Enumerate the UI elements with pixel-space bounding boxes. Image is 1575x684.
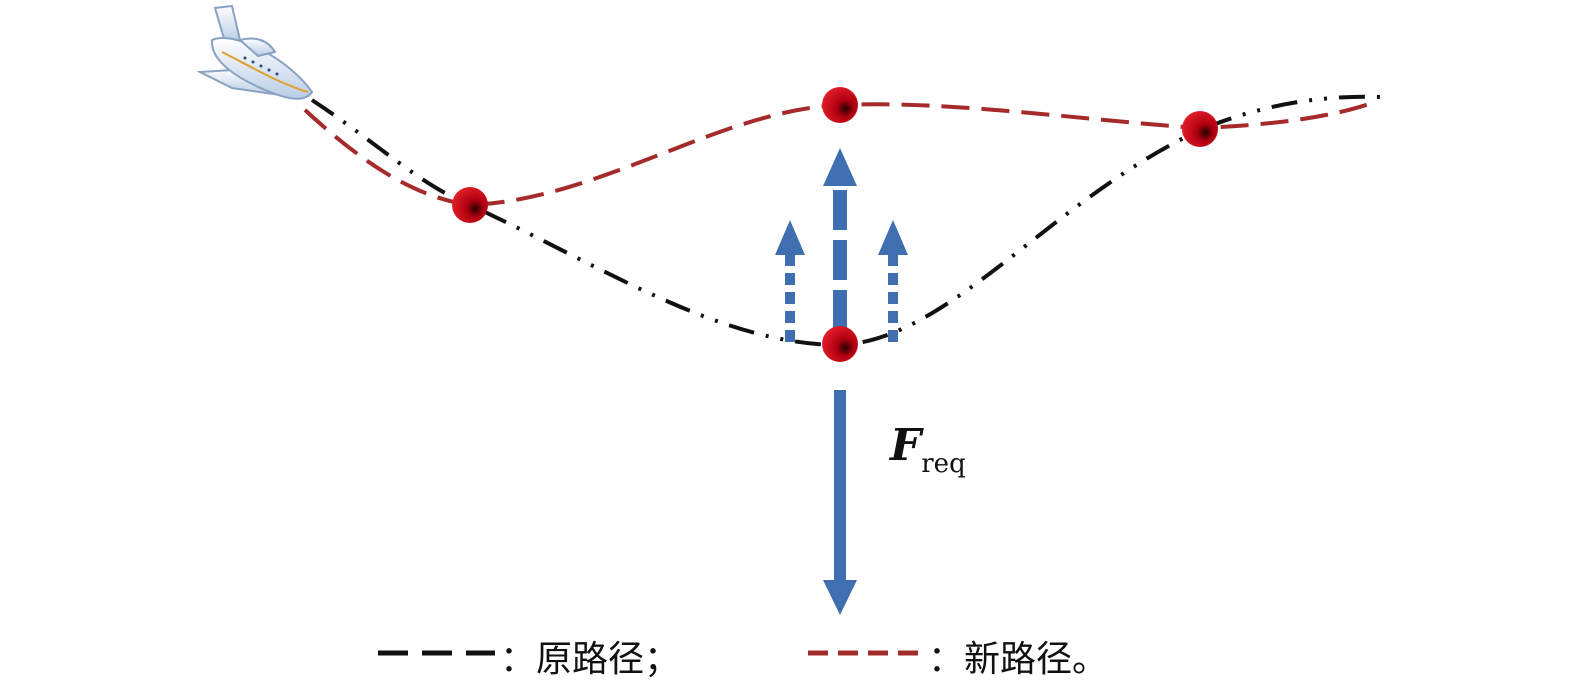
force-subscript: req bbox=[921, 449, 966, 479]
legend-new-label: ：新路径。 bbox=[928, 639, 1109, 680]
side-arrow-right bbox=[878, 220, 908, 342]
waypoint-node bbox=[822, 326, 858, 362]
airplane-icon bbox=[196, 4, 314, 100]
side-arrow-left bbox=[775, 220, 805, 342]
legend-original-label: ：原路径； bbox=[500, 639, 681, 680]
new-position-arrow bbox=[823, 148, 857, 330]
force-arrow-down bbox=[823, 390, 857, 615]
force-symbol: F bbox=[890, 420, 922, 471]
waypoint-node bbox=[452, 187, 488, 223]
original-path-line bbox=[310, 94, 1381, 348]
force-label: Freq bbox=[890, 420, 966, 479]
waypoint-node bbox=[1182, 111, 1218, 147]
waypoint-node bbox=[822, 87, 858, 123]
